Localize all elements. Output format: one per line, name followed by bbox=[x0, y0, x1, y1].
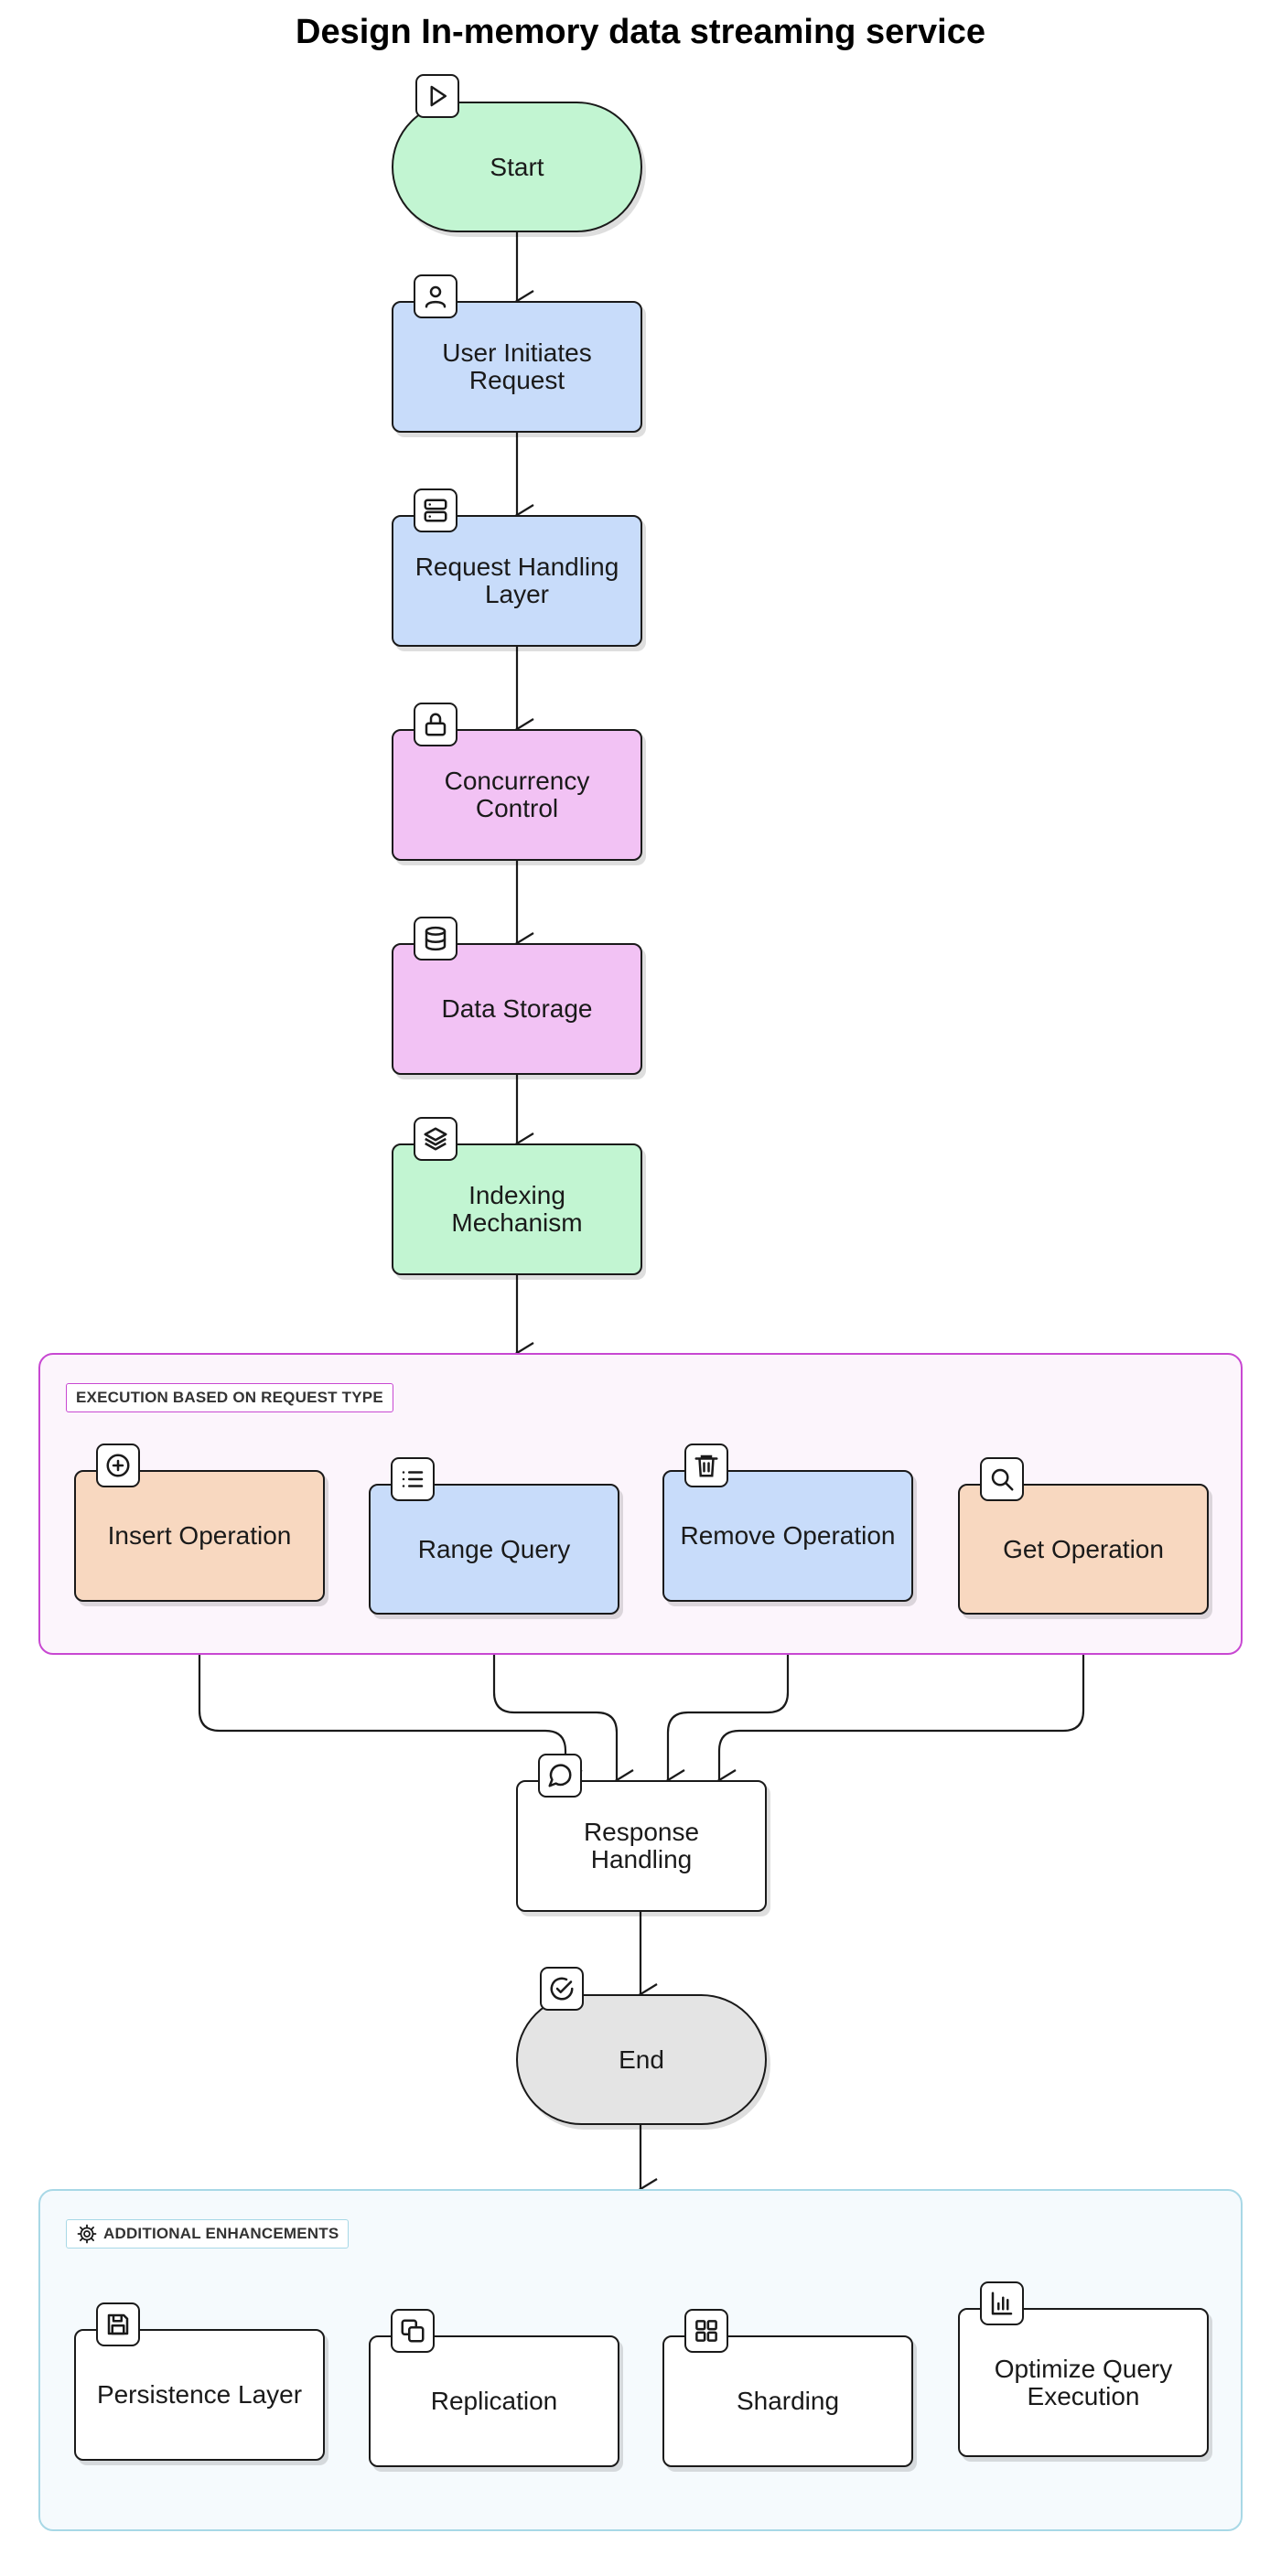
node-persistence-layer-label: Persistence Layer bbox=[96, 2380, 303, 2410]
node-replication-label: Replication bbox=[430, 2387, 558, 2416]
node-response-handling-label: Response Handling bbox=[583, 1818, 700, 1873]
copy-icon bbox=[391, 2309, 435, 2353]
node-request-handling-layer[interactable]: Request Handling Layer bbox=[392, 515, 642, 647]
edge-range-query-to-response-handling bbox=[492, 1615, 634, 1791]
node-user-initiates-request-label: User Initiates Request bbox=[442, 338, 592, 394]
search-icon bbox=[980, 1457, 1024, 1501]
node-get-operation-label: Get Operation bbox=[1003, 1534, 1164, 1563]
node-insert-operation-label: Insert Operation bbox=[107, 1521, 292, 1551]
node-sharding[interactable]: Sharding bbox=[662, 2335, 913, 2467]
node-range-query[interactable]: Range Query bbox=[369, 1484, 619, 1615]
node-end-label: End bbox=[619, 2045, 664, 2074]
plus-circle-icon bbox=[96, 1444, 140, 1487]
group-enhancements-label: ADDITIONAL ENHANCEMENTS bbox=[66, 2219, 350, 2249]
node-data-storage-label: Data Storage bbox=[441, 994, 593, 1024]
node-remove-operation[interactable]: Remove Operation bbox=[662, 1470, 913, 1602]
node-concurrency-control-label: Concurrency Control bbox=[444, 767, 590, 822]
node-indexing-mechanism-label: Indexing Mechanism bbox=[451, 1181, 583, 1237]
node-start-label: Start bbox=[490, 152, 544, 181]
lock-icon bbox=[414, 703, 458, 746]
gear-icon bbox=[77, 2224, 97, 2244]
node-remove-operation-label: Remove Operation bbox=[680, 1521, 896, 1551]
node-get-operation[interactable]: Get Operation bbox=[958, 1484, 1209, 1615]
node-indexing-mechanism[interactable]: Indexing Mechanism bbox=[392, 1143, 642, 1275]
node-optimize-query-execution[interactable]: Optimize Query Execution bbox=[958, 2308, 1209, 2457]
node-concurrency-control[interactable]: Concurrency Control bbox=[392, 729, 642, 861]
diagram-title: Design In-memory data streaming service bbox=[296, 13, 985, 51]
node-start[interactable]: Start bbox=[392, 102, 642, 232]
grid-icon bbox=[684, 2309, 728, 2353]
edge-insert-operation-to-response-handling bbox=[198, 1602, 583, 1791]
bar-chart-icon bbox=[980, 2281, 1024, 2325]
check-circle-icon bbox=[540, 1967, 584, 2011]
node-replication[interactable]: Replication bbox=[369, 2335, 619, 2467]
node-sharding-label: Sharding bbox=[736, 2387, 840, 2416]
message-circle-icon bbox=[538, 1754, 582, 1798]
node-range-query-label: Range Query bbox=[417, 1534, 571, 1563]
database-icon bbox=[414, 917, 458, 961]
node-user-initiates-request[interactable]: User Initiates Request bbox=[392, 301, 642, 433]
node-response-handling[interactable]: Response Handling bbox=[516, 1780, 767, 1912]
user-icon bbox=[414, 274, 458, 318]
node-end[interactable]: End bbox=[516, 1994, 767, 2125]
node-request-handling-layer-label: Request Handling Layer bbox=[414, 553, 619, 608]
layers-icon bbox=[414, 1117, 458, 1161]
group-execution-label-text: EXECUTION BASED ON REQUEST TYPE bbox=[76, 1389, 383, 1406]
node-data-storage[interactable]: Data Storage bbox=[392, 943, 642, 1075]
save-icon bbox=[96, 2302, 140, 2346]
list-icon bbox=[391, 1457, 435, 1501]
node-optimize-query-execution-label: Optimize Query Execution bbox=[994, 2354, 1173, 2410]
node-insert-operation[interactable]: Insert Operation bbox=[74, 1470, 325, 1602]
group-enhancements-label-text: ADDITIONAL ENHANCEMENTS bbox=[103, 2225, 339, 2242]
node-persistence-layer[interactable]: Persistence Layer bbox=[74, 2329, 325, 2461]
trash-icon bbox=[684, 1444, 728, 1487]
server-icon bbox=[414, 488, 458, 532]
edge-get-operation-to-response-handling bbox=[716, 1615, 1085, 1791]
edge-remove-operation-to-response-handling bbox=[665, 1602, 790, 1791]
group-execution-label: EXECUTION BASED ON REQUEST TYPE bbox=[66, 1383, 393, 1412]
play-icon bbox=[415, 74, 459, 118]
